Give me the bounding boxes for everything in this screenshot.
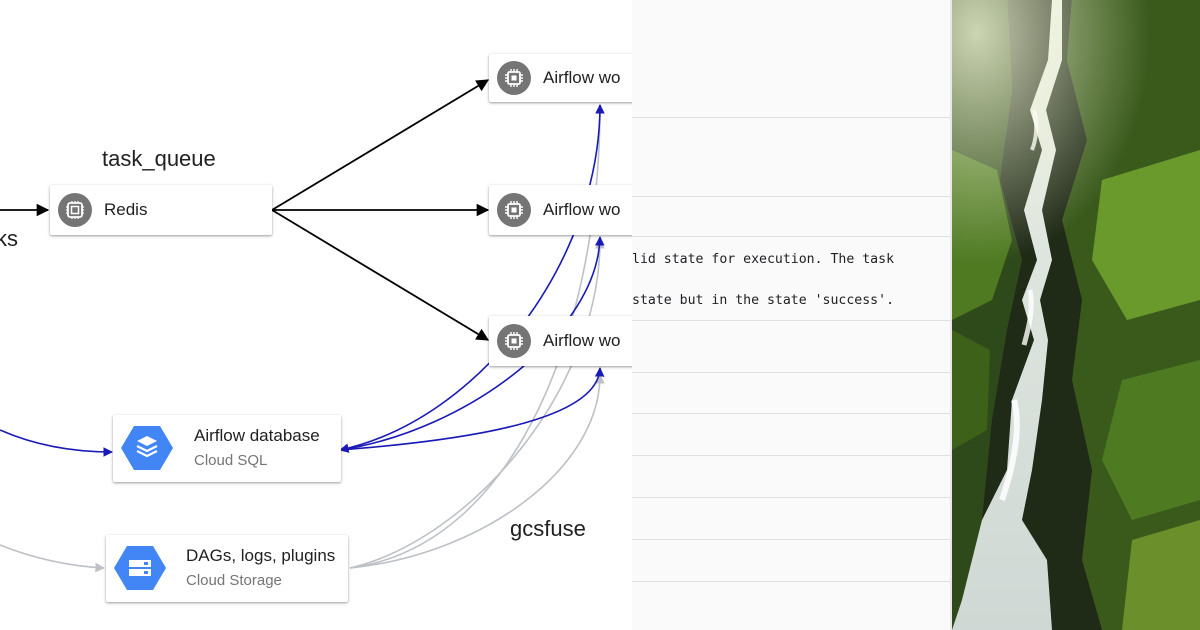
cut-off-label: ks — [0, 226, 18, 251]
airflow-database-node[interactable]: Airflow database Cloud SQL — [113, 415, 341, 482]
edge-database-worker-2 — [339, 236, 605, 451]
cloud-storage-icon — [114, 546, 166, 590]
database-title: Airflow database — [194, 426, 320, 445]
redis-title: Redis — [104, 200, 148, 219]
airflow-worker-node-1[interactable]: Airflow wo — [489, 54, 632, 102]
cloud-sql-icon — [121, 426, 173, 470]
worker-2-title: Airflow wo — [543, 200, 621, 219]
memorystore-icon — [58, 193, 92, 227]
log-row-divider — [632, 372, 950, 373]
log-row-divider — [632, 455, 950, 456]
compute-chip-icon — [497, 324, 531, 358]
storage-subtitle: Cloud Storage — [186, 572, 282, 589]
log-row-divider — [632, 581, 950, 582]
edge-database-worker-3 — [339, 367, 605, 451]
log-row-divider — [632, 413, 950, 414]
log-row-divider — [632, 117, 950, 118]
edge-left-to-database — [0, 429, 113, 457]
cloud-storage-node[interactable]: DAGs, logs, plugins Cloud Storage — [106, 535, 348, 602]
airflow-worker-node-3[interactable]: Airflow wo — [489, 316, 632, 366]
task-queue-label: task_queue — [102, 146, 216, 171]
edge-redis-worker-1 — [271, 79, 490, 211]
log-line: lid state for execution. The task — [632, 252, 895, 267]
compute-chip-icon — [497, 193, 531, 227]
log-row-divider — [632, 236, 950, 237]
redis-node[interactable]: Redis — [50, 185, 272, 235]
worker-1-title: Airflow wo — [543, 68, 621, 87]
edge-left-to-storage — [0, 544, 105, 573]
log-row-divider — [632, 497, 950, 498]
worker-3-title: Airflow wo — [543, 331, 621, 350]
gorge-photo-illustration — [952, 0, 1200, 630]
log-line: state but in the state 'success'. — [632, 293, 895, 308]
log-row-divider — [632, 320, 950, 321]
task-log-panel: lid state for execution. The task state … — [632, 0, 952, 630]
log-panel-edge — [950, 0, 952, 630]
architecture-diagram: task_queue ks gcsfuse Redis Airflow wo A… — [0, 54, 632, 602]
database-subtitle: Cloud SQL — [194, 452, 268, 469]
log-row-divider — [632, 196, 950, 197]
log-row-divider — [632, 539, 950, 540]
airflow-worker-node-2[interactable]: Airflow wo — [489, 185, 632, 235]
storage-title: DAGs, logs, plugins — [186, 546, 336, 565]
waterfall-photo — [952, 0, 1200, 630]
database-edges — [0, 104, 605, 457]
edge-redis-worker-3 — [271, 209, 490, 341]
task-edges — [0, 79, 490, 341]
gcsfuse-label: gcsfuse — [510, 516, 586, 541]
edge-database-worker-1 — [339, 104, 605, 453]
compute-chip-icon — [497, 61, 531, 95]
